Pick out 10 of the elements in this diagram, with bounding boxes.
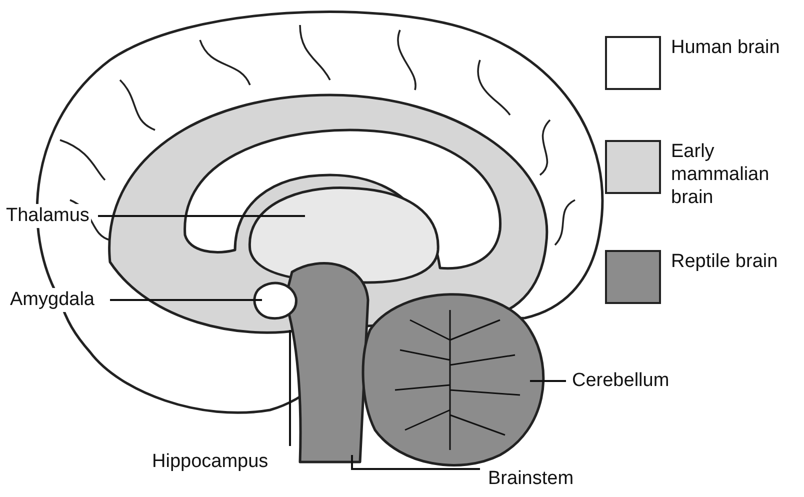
leader-line [530,380,566,382]
legend-label: Early mammalian brain [671,140,770,209]
legend-label: Reptile brain [671,250,779,273]
leader-line [351,455,480,470]
leader-line [289,330,291,446]
leader-line [98,215,305,217]
legend-label: Human brain [671,36,781,59]
structure-label: Amygdala [8,288,96,312]
leader-line [110,299,262,301]
structure-label: Thalamus [4,204,92,228]
